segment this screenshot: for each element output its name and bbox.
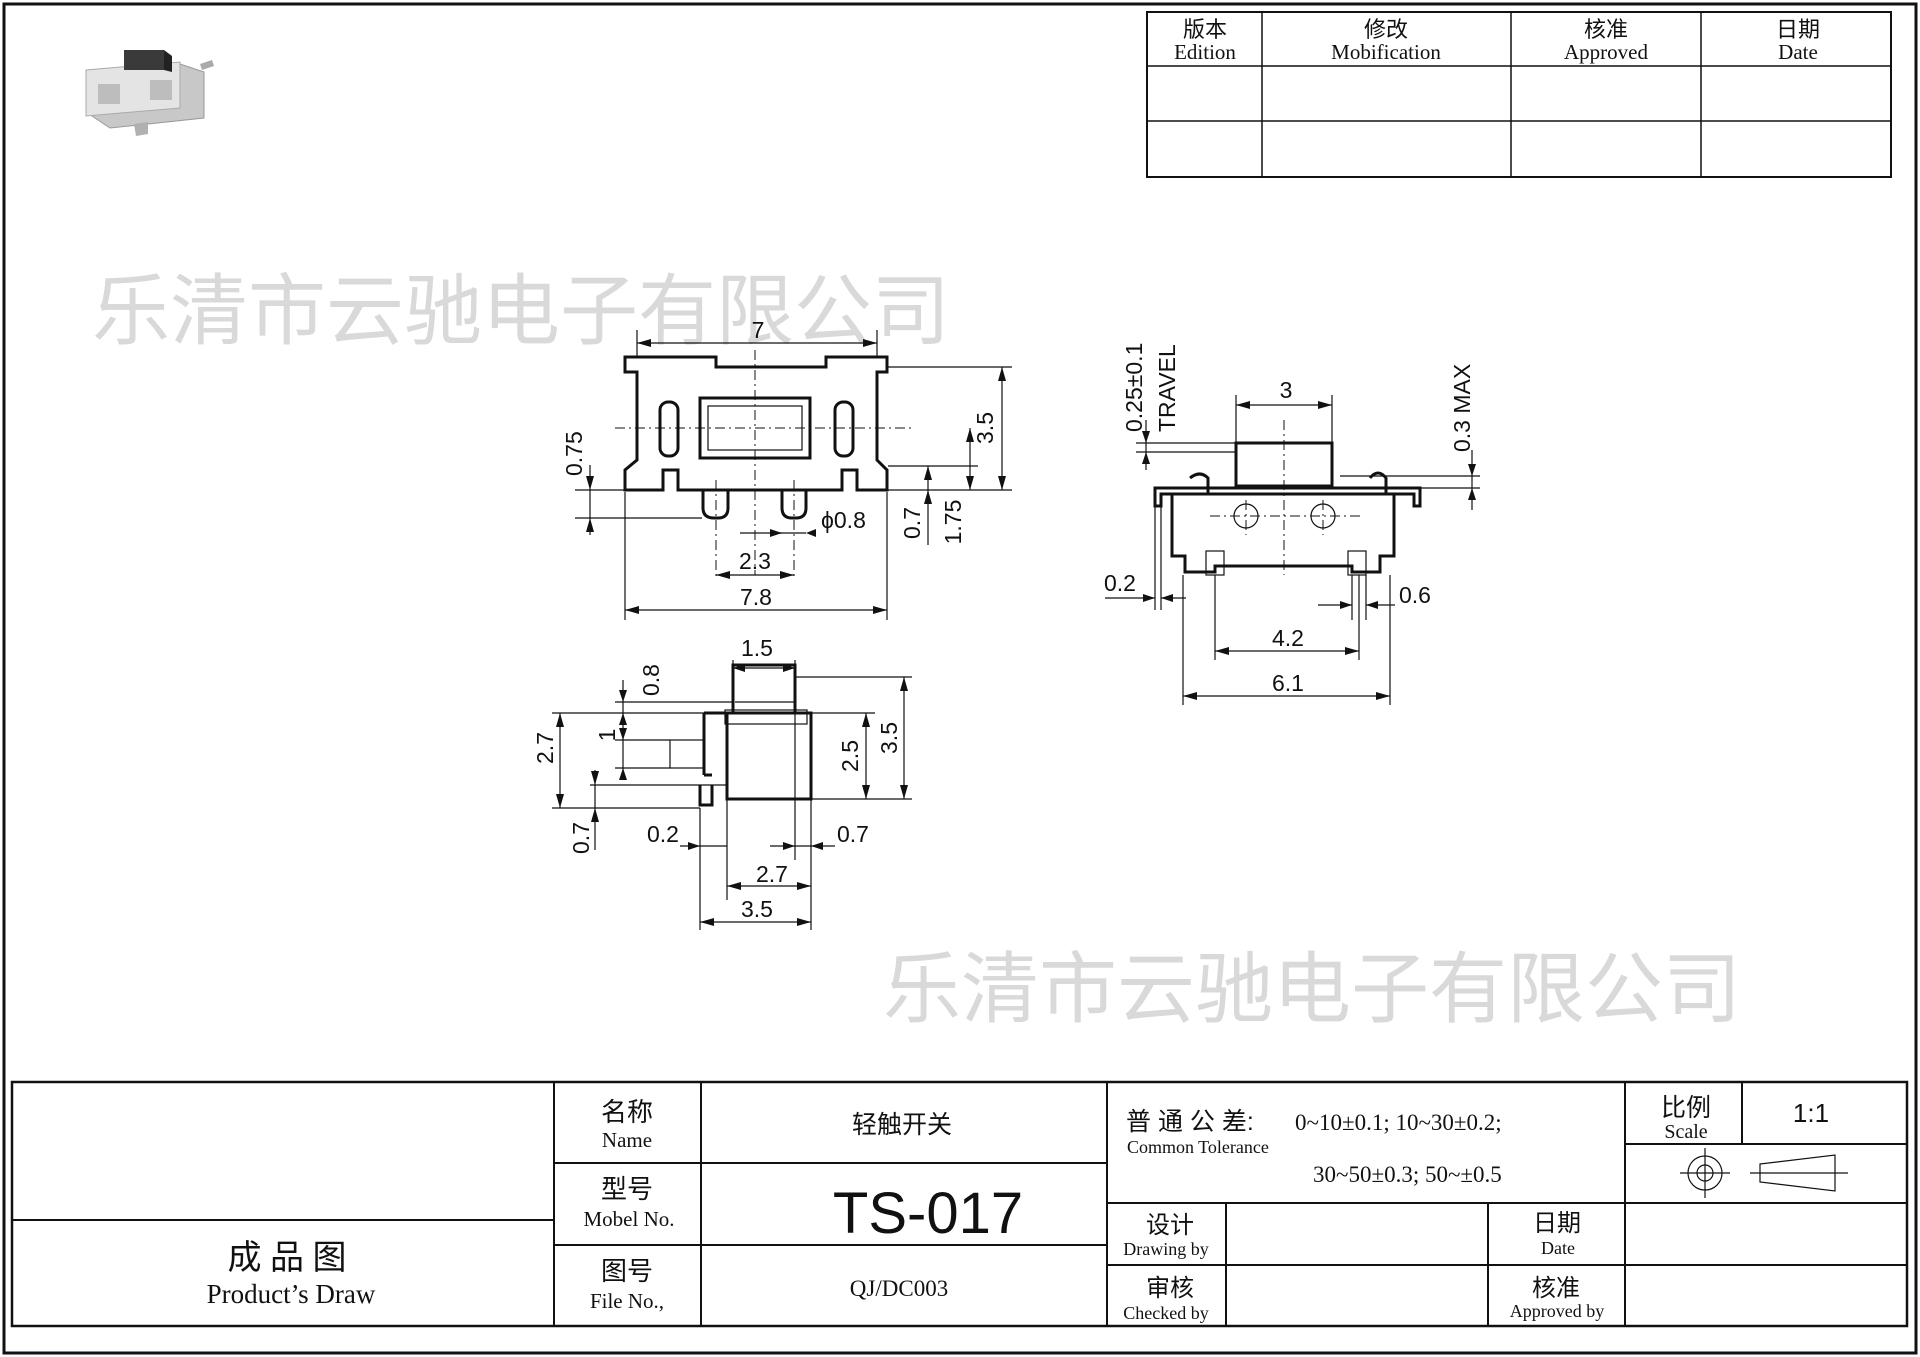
name-value: 轻触开关 (852, 1111, 952, 1139)
end-view: 1.5 3.5 2.5 0.8 1 2.7 (532, 635, 912, 930)
rev-edition-en: Edition (1174, 40, 1236, 64)
rev-modification-cn: 修改 (1364, 17, 1408, 42)
drawing-by-cn: 设计 (1146, 1212, 1194, 1239)
approved-by-en: Approved by (1510, 1301, 1604, 1321)
dim-side-travel-label: TRAVEL (1154, 344, 1180, 432)
dim-side-max: 0.3 MAX (1449, 364, 1475, 452)
dim-end-1-5: 1.5 (741, 635, 773, 661)
dim-front-3-5: 3.5 (972, 412, 998, 444)
scale-label-cn: 比例 (1661, 1094, 1711, 1122)
drawing-by-en: Drawing by (1123, 1239, 1208, 1259)
model-label-cn: 型号 (601, 1174, 653, 1204)
dim-side-travel: 0.25±0.1 (1121, 343, 1147, 432)
watermark-bottom: 乐清市云驰电子有限公司 (883, 945, 1741, 1035)
date-cn: 日期 (1533, 1210, 1581, 1237)
tolerance-line-1: 0~10±0.1; 10~30±0.2; (1295, 1110, 1502, 1135)
watermark-top: 乐清市云驰电子有限公司 (92, 267, 950, 357)
checked-by-en: Checked by (1123, 1303, 1208, 1323)
name-label-en: Name (602, 1128, 652, 1152)
dim-front-2-3: 2.3 (739, 548, 771, 574)
dim-front-7-8: 7.8 (740, 584, 772, 610)
tolerance-label-cn: 普 通 公 差: (1126, 1108, 1254, 1136)
revision-table: 版本 Edition 修改 Mobification 核准 Approved 日… (1146, 11, 1892, 178)
date-en: Date (1541, 1238, 1575, 1258)
file-label-cn: 图号 (601, 1256, 653, 1286)
dim-front-0-75: 0.75 (561, 431, 587, 476)
rev-date-en: Date (1778, 40, 1818, 64)
dim-side-0-2: 0.2 (1104, 570, 1136, 596)
drawing-title-cn: 成 品 图 (228, 1239, 347, 1277)
title-block: 成 品 图 Product’s Draw 名称 Name 轻触开关 型号 Mob… (10, 1080, 1909, 1328)
dim-front-phi: ϕ0.8 (821, 507, 866, 533)
dim-end-3-5-bottom: 3.5 (741, 896, 773, 922)
approved-by-cn: 核准 (1532, 1275, 1580, 1302)
checked-by-cn: 审核 (1146, 1275, 1194, 1302)
rev-approved-en: Approved (1564, 40, 1648, 64)
dim-front-1-75: 1.75 (940, 500, 966, 545)
rev-edition-cn: 版本 (1183, 17, 1227, 42)
dim-end-2-5: 2.5 (837, 740, 863, 772)
tolerance-label-en: Common Tolerance (1127, 1137, 1269, 1157)
file-label-en: File No., (590, 1289, 664, 1313)
product-thumbnail (85, 50, 214, 136)
scale-label-en: Scale (1664, 1121, 1707, 1143)
projection-symbol (1680, 1148, 1848, 1198)
dim-end-0-7-right: 0.7 (837, 821, 869, 847)
dim-side-6-1: 6.1 (1272, 670, 1304, 696)
front-view: 7 7.8 2.3 ϕ0.8 0.75 3.5 (561, 317, 1012, 620)
dim-side-3: 3 (1280, 377, 1293, 403)
dim-side-0-6: 0.6 (1399, 582, 1431, 608)
dim-side-4-2: 4.2 (1272, 625, 1304, 651)
model-value: TS-017 (833, 1181, 1023, 1246)
rev-modification-en: Mobification (1331, 40, 1441, 64)
model-label-en: Mobel No. (584, 1207, 675, 1231)
rev-date-cn: 日期 (1776, 17, 1820, 42)
side-view: 3 0.25±0.1 TRAVEL 0.3 MAX 0.2 0.6 (1104, 343, 1480, 705)
dim-end-0-7-left: 0.7 (568, 822, 594, 854)
tolerance-line-2: 30~50±0.3; 50~±0.5 (1313, 1162, 1502, 1187)
dim-end-2-7-left: 2.7 (532, 732, 558, 764)
dim-end-0-2: 0.2 (647, 821, 679, 847)
dim-end-1: 1 (594, 729, 620, 742)
dim-end-3-5-right: 3.5 (876, 722, 902, 754)
dim-front-0-7: 0.7 (899, 507, 925, 539)
dim-front-7: 7 (752, 317, 765, 343)
rev-approved-cn: 核准 (1584, 17, 1628, 42)
name-label-cn: 名称 (601, 1097, 653, 1127)
dim-end-2-7-bottom: 2.7 (756, 861, 788, 887)
drawing-title-en: Product’s Draw (207, 1279, 376, 1309)
dim-end-0-8: 0.8 (638, 664, 664, 696)
file-value: QJ/DC003 (850, 1276, 948, 1301)
scale-value: 1:1 (1793, 1098, 1829, 1128)
